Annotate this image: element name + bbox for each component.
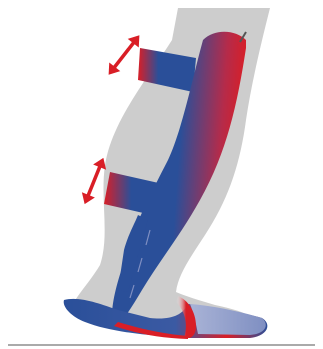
leg-brace-illustration: [0, 0, 323, 349]
illustration-canvas: [0, 0, 323, 349]
